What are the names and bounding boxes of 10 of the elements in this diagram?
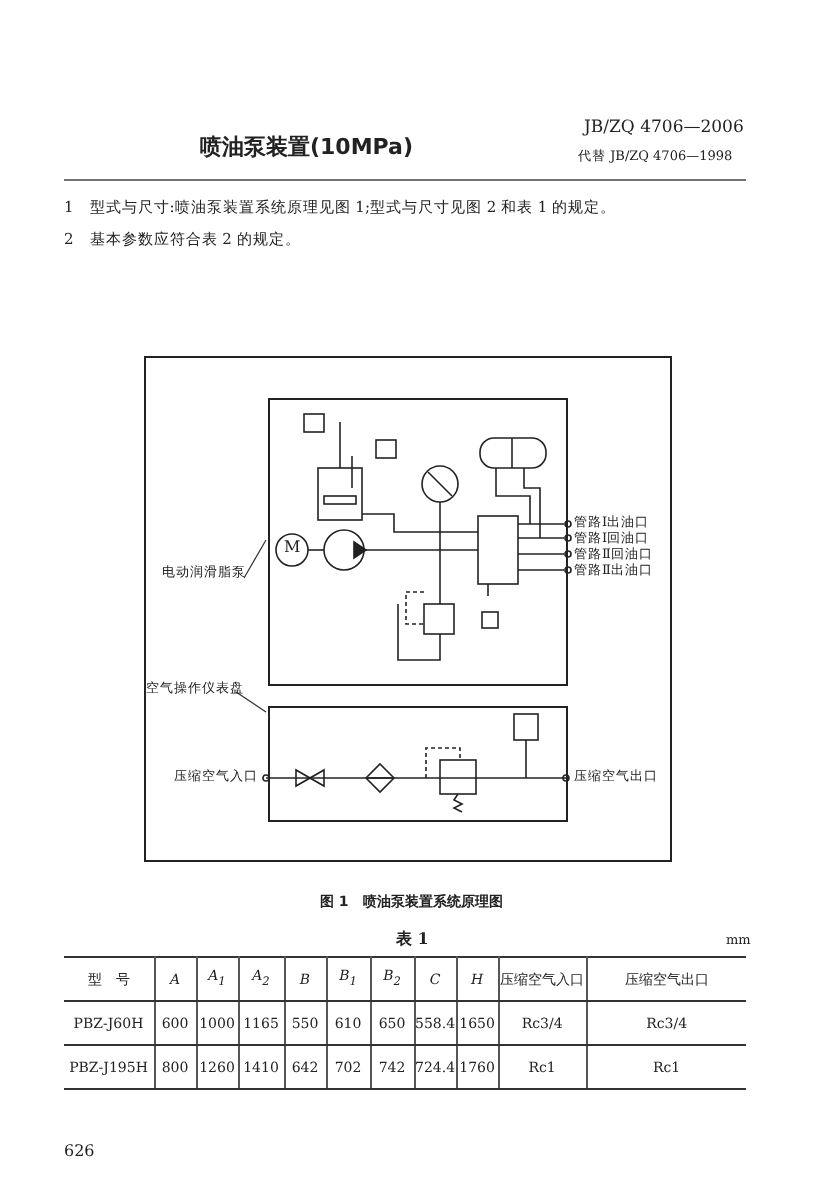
motor-letter: M: [284, 540, 301, 558]
outer-frame: [144, 356, 672, 862]
air-panel-box: [268, 706, 568, 822]
leader-line: [243, 539, 267, 579]
pump-unit-box: [268, 398, 568, 686]
table-title: 表 1: [396, 930, 429, 948]
page-number: 626: [64, 1144, 95, 1162]
page-title: 喷油泵装置(10MPa): [200, 136, 413, 161]
leader-line: [235, 691, 267, 713]
standard-number: JB/ZQ 4706—2006: [584, 120, 744, 139]
